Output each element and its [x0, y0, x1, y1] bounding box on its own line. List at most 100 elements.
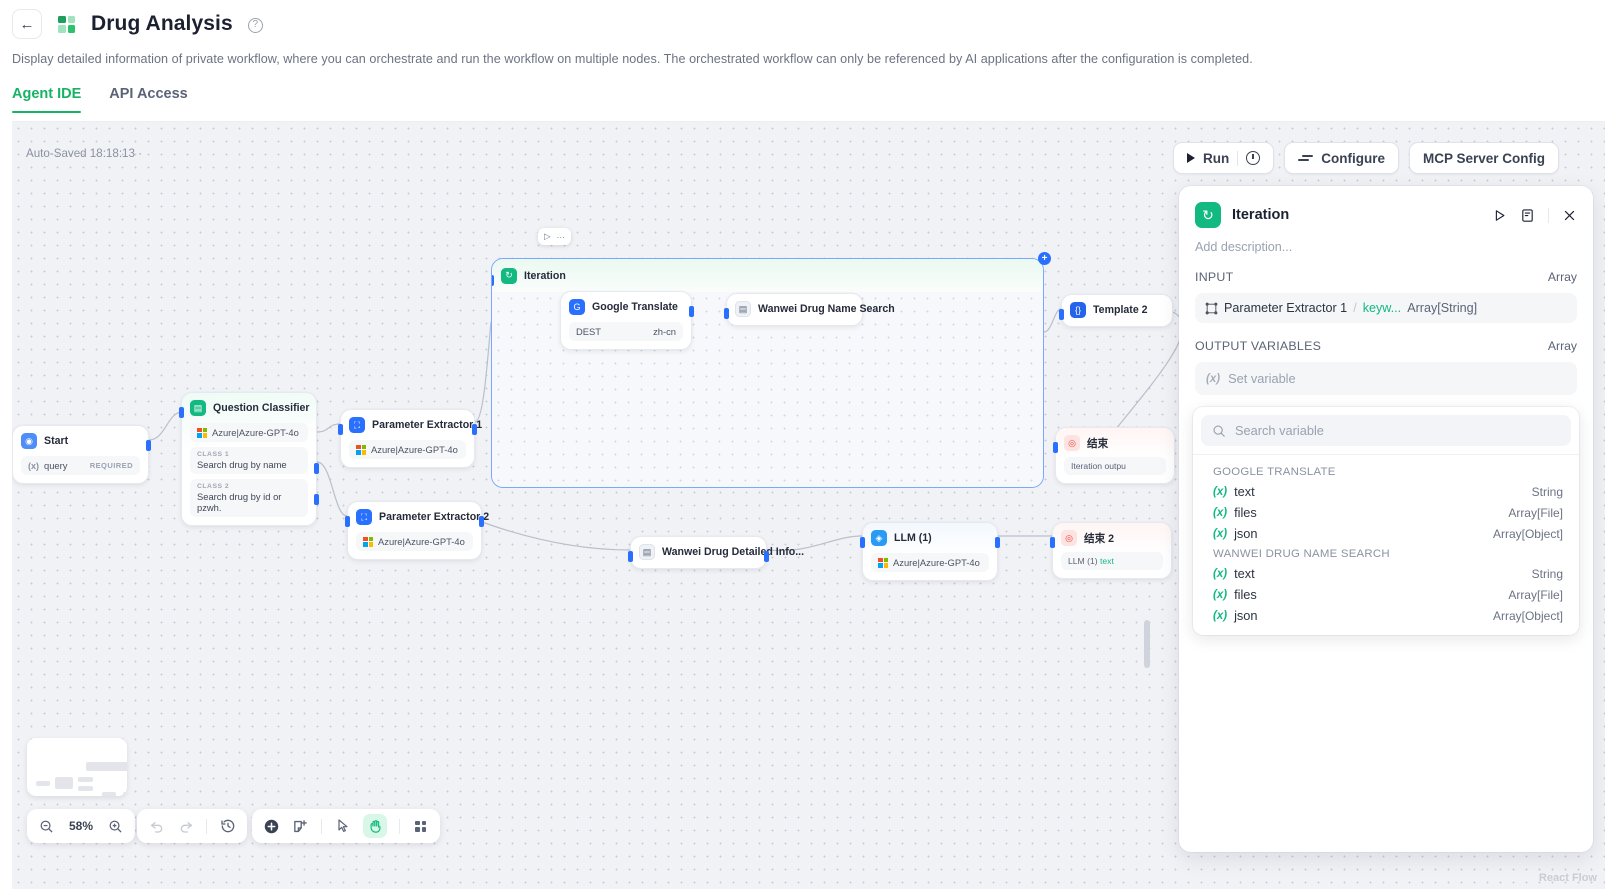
- node-end-2[interactable]: ◎ 结束 2 LLM (1) text: [1050, 522, 1172, 579]
- configure-button[interactable]: Configure: [1284, 142, 1399, 174]
- start-icon: ◉: [21, 433, 37, 449]
- add-node-icon[interactable]: [263, 818, 280, 835]
- hand-pan-icon[interactable]: [363, 814, 387, 838]
- variable-list: GOOGLE TRANSLATE (x) text String (x) fil…: [1193, 454, 1579, 635]
- document-icon[interactable]: [1520, 208, 1535, 223]
- node-wanwei-drug-detailed-info[interactable]: ▤ Wanwei Drug Detailed Info...: [628, 536, 804, 569]
- node-input-port[interactable]: [1059, 309, 1064, 320]
- node-input-port[interactable]: [179, 407, 184, 418]
- variable-row[interactable]: (x) json Array[Object]: [1193, 523, 1579, 544]
- node-input-port[interactable]: [724, 308, 729, 319]
- node-output-port[interactable]: [764, 551, 769, 562]
- class-label: CLASS 1: [197, 451, 230, 458]
- variable-row[interactable]: (x) text String: [1193, 563, 1579, 584]
- zoom-out-icon[interactable]: [38, 818, 55, 835]
- variable-name: json: [1234, 526, 1258, 541]
- set-variable-input[interactable]: (x) Set variable: [1195, 362, 1577, 395]
- node-title: Template 2: [1093, 304, 1148, 316]
- version-history-icon[interactable]: [219, 818, 236, 835]
- node-input-port[interactable]: [345, 516, 350, 527]
- question-mark-icon[interactable]: ?: [247, 17, 263, 33]
- iteration-node-mini-toolbar[interactable]: ▷ ···: [538, 228, 572, 245]
- variable-x-icon: (x): [1213, 588, 1228, 601]
- zoom-in-icon[interactable]: [107, 818, 124, 835]
- node-model-row: Azure|Azure-GPT-4o: [356, 532, 473, 551]
- canvas-toolbar: Run Configure MCP Server Config: [1172, 142, 1559, 174]
- search-variable-input[interactable]: Search variable: [1201, 415, 1571, 446]
- zoom-level[interactable]: 58%: [68, 819, 94, 833]
- node-llm-1[interactable]: ◈ LLM (1) Azure|Azure-GPT-4o: [860, 522, 1000, 581]
- variable-type: Array[File]: [1508, 587, 1563, 602]
- back-button[interactable]: ←: [12, 9, 42, 39]
- variable-name: json: [1234, 608, 1258, 623]
- node-google-translate[interactable]: G Google Translate DEST zh-cn: [560, 291, 694, 350]
- node-title: 结束 2: [1084, 532, 1115, 545]
- tool-document-icon: ▤: [735, 301, 751, 317]
- node-parameter-extractor-1[interactable]: ⛶ Parameter Extractor 1 Azure|Azure-GPT-…: [338, 409, 482, 468]
- page-header: ← Drug Analysis ? Display detailed infor…: [0, 0, 1605, 122]
- param-value: zh-cn: [653, 326, 676, 337]
- node-output-port[interactable]: [689, 306, 694, 317]
- node-title: Question Classifier: [213, 402, 310, 414]
- pointer-cursor-icon[interactable]: [334, 818, 351, 835]
- variable-row[interactable]: (x) files Array[File]: [1193, 584, 1579, 605]
- node-output-port[interactable]: [995, 537, 1000, 548]
- divider: [206, 818, 207, 834]
- variable-type: Array[File]: [1508, 505, 1563, 520]
- node-template-2[interactable]: {} Template 2: [1059, 294, 1173, 327]
- model-name: Azure|Azure-GPT-4o: [212, 427, 299, 438]
- end-node-icon: ◎: [1061, 530, 1077, 546]
- description-placeholder[interactable]: Add description...: [1195, 240, 1293, 254]
- input-variable-chip[interactable]: Parameter Extractor 1 / keyw... Array[St…: [1195, 293, 1577, 323]
- node-input-port[interactable]: [338, 424, 343, 435]
- node-input-port[interactable]: [1050, 537, 1055, 548]
- parameter-extractor-icon: [1205, 302, 1218, 315]
- undo-icon[interactable]: [148, 818, 165, 835]
- iteration-input-port[interactable]: [492, 275, 494, 286]
- node-start[interactable]: ◉ Start (x) query REQUIRED: [12, 425, 151, 484]
- variable-type: Array[Object]: [1492, 608, 1563, 623]
- input-section: INPUT Array Parameter Extractor 1 / keyw…: [1179, 254, 1593, 323]
- node-parameter-extractor-2[interactable]: ⛶ Parameter Extractor 2 Azure|Azure-GPT-…: [345, 501, 489, 560]
- node-question-classifier[interactable]: ▤ Question Classifier Azure|Azure-GPT-4o…: [179, 392, 319, 526]
- tab-api-access[interactable]: API Access: [109, 86, 188, 102]
- run-node-icon[interactable]: ▷: [544, 231, 551, 241]
- mcp-server-config-button[interactable]: MCP Server Config: [1408, 142, 1559, 174]
- node-output-port-class2[interactable]: [314, 494, 319, 505]
- organize-blocks-icon[interactable]: [412, 818, 429, 835]
- node-wanwei-drug-name-search[interactable]: ▤ Wanwei Drug Name Search: [724, 293, 895, 326]
- minimap-viewport: [36, 748, 127, 796]
- node-output-port[interactable]: [146, 440, 151, 451]
- variable-group-label: GOOGLE TRANSLATE: [1213, 466, 1336, 478]
- output-node-ref: LLM (1): [1068, 556, 1098, 566]
- variable-type: String: [1531, 484, 1563, 499]
- node-input-port[interactable]: [1053, 442, 1058, 453]
- node-output-port[interactable]: [479, 516, 484, 527]
- iteration-add-button[interactable]: +: [1038, 252, 1051, 265]
- node-input-port[interactable]: [628, 551, 633, 562]
- model-name: Azure|Azure-GPT-4o: [378, 536, 465, 547]
- more-options-icon[interactable]: ···: [556, 231, 566, 242]
- redo-icon[interactable]: [177, 818, 194, 835]
- node-output-port[interactable]: [472, 424, 477, 435]
- variable-type: String: [1531, 566, 1563, 581]
- input-variable-type: Array[String]: [1407, 301, 1478, 315]
- variable-x-icon: (x): [1213, 527, 1228, 540]
- canvas-vertical-scrollbar[interactable]: [1144, 620, 1150, 668]
- run-button[interactable]: Run: [1172, 142, 1275, 174]
- play-icon[interactable]: [1492, 208, 1507, 223]
- history-clock-icon[interactable]: [1246, 151, 1261, 165]
- node-input-port[interactable]: [860, 537, 865, 548]
- variable-row[interactable]: (x) json Array[Object]: [1193, 605, 1579, 626]
- add-note-icon[interactable]: [292, 818, 309, 835]
- variable-row[interactable]: (x) files Array[File]: [1193, 502, 1579, 523]
- template-icon: {}: [1070, 302, 1086, 318]
- minimap[interactable]: [27, 738, 127, 796]
- close-icon[interactable]: [1562, 208, 1577, 223]
- variable-row[interactable]: (x) text String: [1193, 481, 1579, 502]
- tab-agent-ide[interactable]: Agent IDE: [12, 86, 82, 113]
- node-end-1[interactable]: ◎ 结束 Iteration outpu: [1053, 427, 1175, 484]
- variable-name: files: [1234, 505, 1257, 520]
- node-output-port-class1[interactable]: [314, 463, 319, 474]
